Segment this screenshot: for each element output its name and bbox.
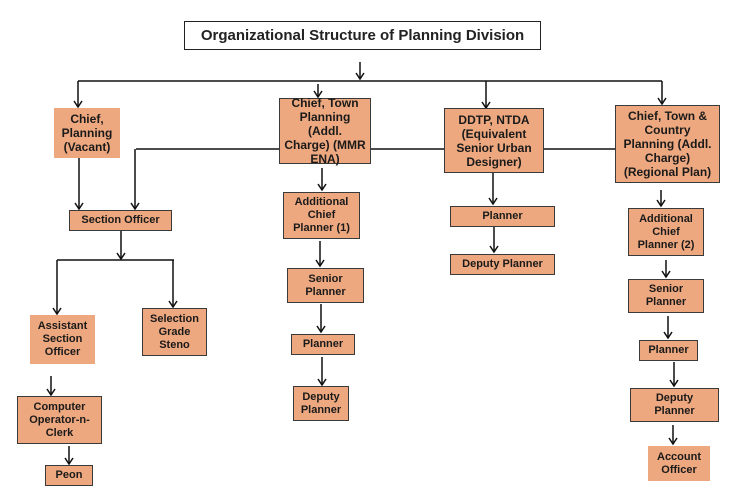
arrowhead-icon: [669, 379, 679, 388]
node-deputy-planner-3: Deputy Planner: [630, 388, 719, 422]
node-chief-planning: Chief, Planning (Vacant): [54, 108, 120, 158]
node-chief-town-country: Chief, Town & Country Planning (Addl. Ch…: [615, 105, 720, 183]
node-account-officer: Account Officer: [648, 446, 710, 481]
arrowhead-icon: [52, 307, 62, 316]
node-computer-operator: Computer Operator-n- Clerk: [17, 396, 102, 444]
arrowhead-icon: [489, 245, 499, 254]
arrowhead-icon: [317, 378, 327, 387]
arrowhead-icon: [168, 300, 178, 309]
arrowhead-icon: [313, 90, 323, 99]
node-ddtp-ntda: DDTP, NTDA (Equivalent Senior Urban Desi…: [444, 108, 544, 173]
node-deputy-planner-2: Deputy Planner: [450, 254, 555, 275]
arrowhead-icon: [355, 72, 365, 81]
arrowhead-icon: [657, 97, 667, 106]
node-planner-3: Planner: [639, 340, 698, 361]
node-assistant-section-officer: Assistant Section Officer: [30, 315, 95, 364]
arrowhead-icon: [661, 270, 671, 279]
arrowhead-icon: [64, 457, 74, 466]
node-selection-grade-steno: Selection Grade Steno: [142, 308, 207, 356]
arrowhead-icon: [116, 252, 126, 261]
chart-title: Organizational Structure of Planning Div…: [184, 21, 541, 50]
node-additional-chief-planner-2: Additional Chief Planner (2): [628, 208, 704, 256]
arrowhead-icon: [488, 197, 498, 206]
node-senior-planner-3: Senior Planner: [628, 279, 704, 313]
arrowhead-icon: [315, 259, 325, 268]
node-peon: Peon: [45, 465, 93, 486]
node-chief-town-planning: Chief, Town Planning (Addl. Charge) (MMR…: [279, 96, 371, 166]
node-planner-1: Planner: [291, 334, 355, 355]
arrowhead-icon: [316, 325, 326, 334]
arrowhead-icon: [317, 183, 327, 192]
arrowhead-icon: [130, 202, 140, 211]
arrowhead-icon: [663, 331, 673, 340]
arrowhead-icon: [656, 199, 666, 208]
node-additional-chief-planner-1: Additional Chief Planner (1): [283, 192, 360, 239]
arrowhead-icon: [668, 437, 678, 446]
arrowhead-icon: [73, 100, 83, 109]
node-deputy-planner-1: Deputy Planner: [293, 386, 349, 421]
node-senior-planner-1: Senior Planner: [287, 268, 364, 303]
arrowhead-icon: [46, 388, 56, 397]
node-planner-2: Planner: [450, 206, 555, 227]
node-section-officer: Section Officer: [69, 210, 172, 231]
arrowhead-icon: [74, 202, 84, 211]
